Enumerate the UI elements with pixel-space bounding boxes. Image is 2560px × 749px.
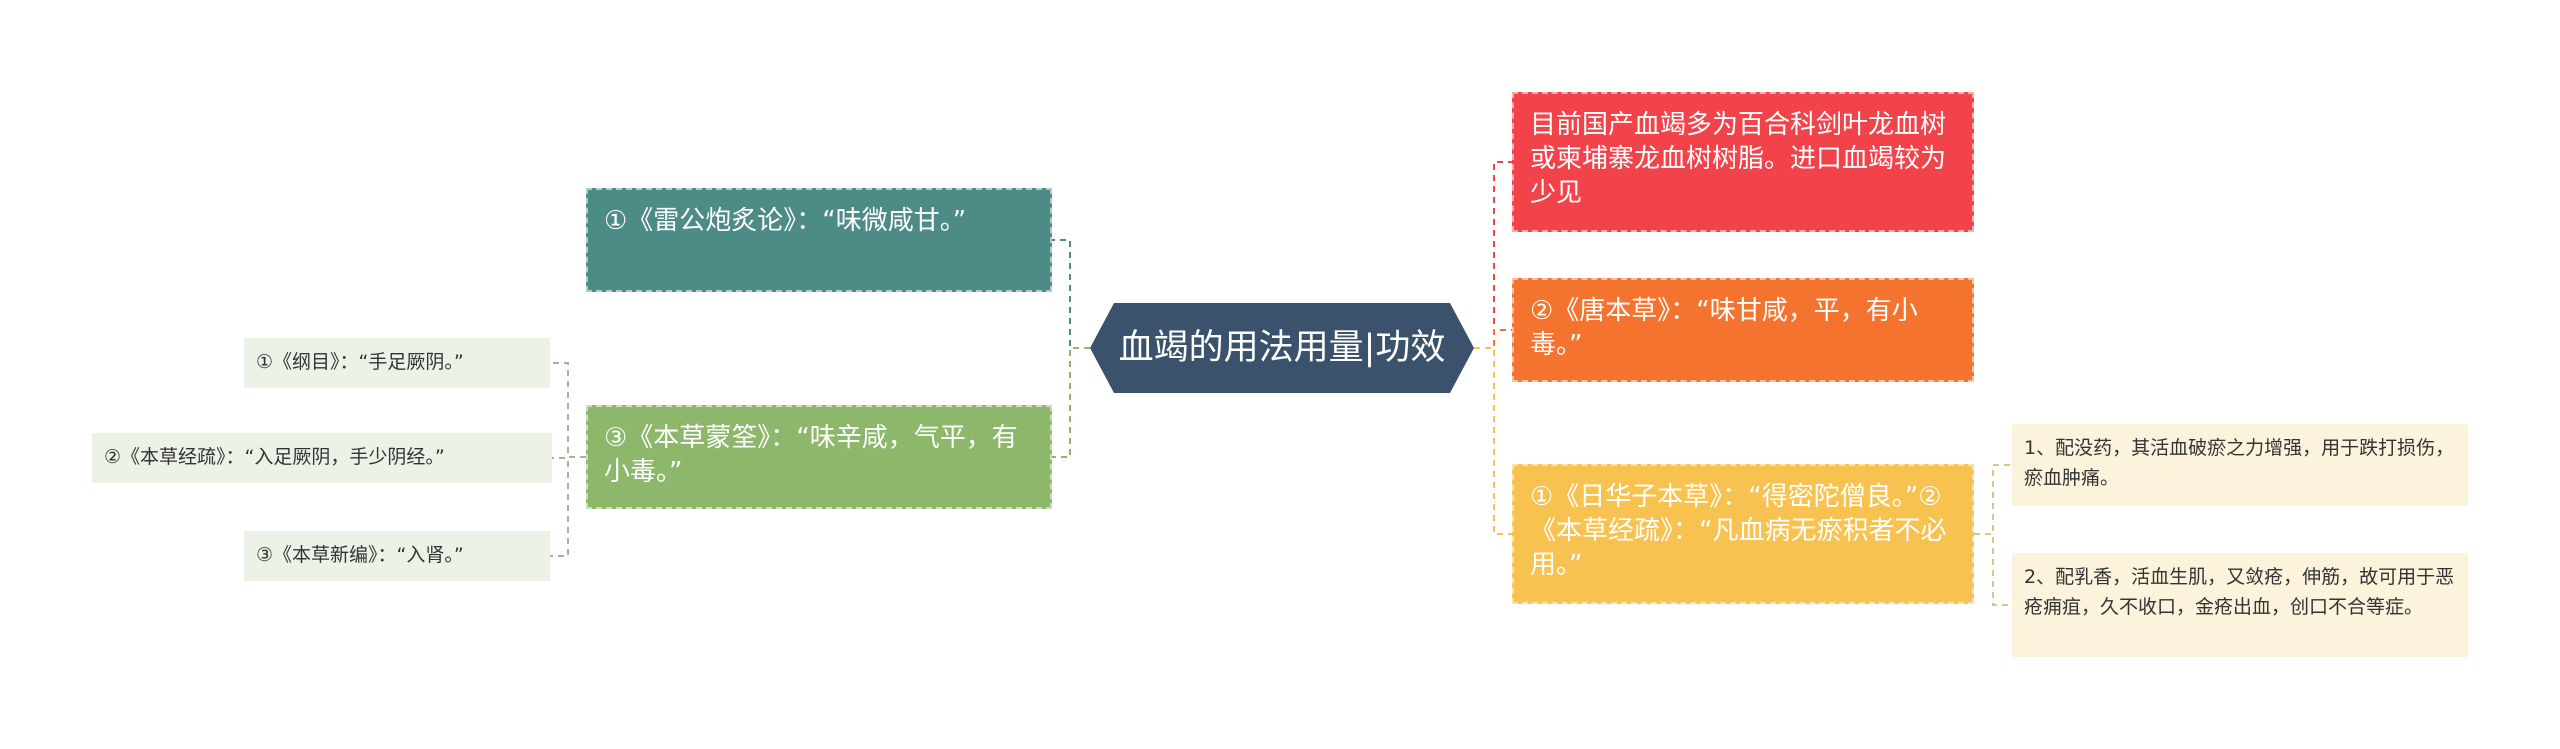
central-topic[interactable]: 血竭的用法用量|功效 <box>1090 303 1474 393</box>
branch-label: ③《本草蒙筌》：“味辛咸，气平，有小毒。” <box>604 423 1018 487</box>
connector-center-origin <box>1474 161 1512 349</box>
leaf-label: ②《本草经疏》：“入足厥阴，手少阴经。” <box>104 446 445 468</box>
branch-rihuazi-bencao[interactable]: ①《日华子本草》：“得密陀僧良。”②《本草经疏》：“凡血病无瘀积者不必用。” <box>1512 464 1974 604</box>
connector-mengquan-jingshu <box>552 456 586 459</box>
connector-center-mengquan <box>1052 347 1090 458</box>
connector-center-tang <box>1474 329 1512 349</box>
branch-leigong-paozhi-lun[interactable]: ①《雷公炮炙论》：“味微咸甘。” <box>586 188 1052 292</box>
leaf-label: ③《本草新编》：“入肾。” <box>256 544 464 566</box>
branch-origin-note[interactable]: 目前国产血竭多为百合科剑叶龙血树或柬埔寨龙血树树脂。进口血竭较为少见 <box>1512 92 1974 232</box>
leaf-label: 1、配没药，其活血破瘀之力增强，用于跌打损伤，瘀血肿痛。 <box>2024 437 2455 489</box>
leaf-combination-moyao[interactable]: 1、配没药，其活血破瘀之力增强，用于跌打损伤，瘀血肿痛。 <box>2012 424 2468 506</box>
leaf-label: ①《纲目》：“手足厥阴。” <box>256 351 464 373</box>
branch-label: ①《日华子本草》：“得密陀僧良。”②《本草经疏》：“凡血病无瘀积者不必用。” <box>1530 482 1947 580</box>
leaf-combination-ruxiang[interactable]: 2、配乳香，活血生肌，又敛疮，伸筋，故可用于恶疮痈疽，久不收口，金疮出血，创口不… <box>2012 553 2468 657</box>
branch-tang-bencao[interactable]: ②《唐本草》：“味甘咸，平，有小毒。” <box>1512 278 1974 382</box>
connector-center-rihuazi <box>1474 347 1512 535</box>
branch-label: ②《唐本草》：“味甘咸，平，有小毒。” <box>1530 296 1918 360</box>
branch-label: 目前国产血竭多为百合科剑叶龙血树或柬埔寨龙血树树脂。进口血竭较为少见 <box>1530 110 1947 208</box>
connector-rihuazi-use1 <box>1974 464 2012 535</box>
connector-rihuazi-use2 <box>1974 533 2012 606</box>
leaf-bencao-xinbian[interactable]: ③《本草新编》：“入肾。” <box>244 531 550 581</box>
leaf-gangmu[interactable]: ①《纲目》：“手足厥阴。” <box>244 338 550 388</box>
central-topic-label: 血竭的用法用量|功效 <box>1118 328 1446 368</box>
leaf-bencao-jingshu[interactable]: ②《本草经疏》：“入足厥阴，手少阴经。” <box>92 433 552 483</box>
leaf-label: 2、配乳香，活血生肌，又敛疮，伸筋，故可用于恶疮痈疽，久不收口，金疮出血，创口不… <box>2024 566 2455 618</box>
connector-center-leigong <box>1052 239 1090 349</box>
branch-label: ①《雷公炮炙论》：“味微咸甘。” <box>604 206 967 236</box>
connector-mengquan-gangmu <box>550 362 586 458</box>
branch-bencao-mengquan[interactable]: ③《本草蒙筌》：“味辛咸，气平，有小毒。” <box>586 405 1052 509</box>
connector-mengquan-xinbian <box>550 456 586 557</box>
